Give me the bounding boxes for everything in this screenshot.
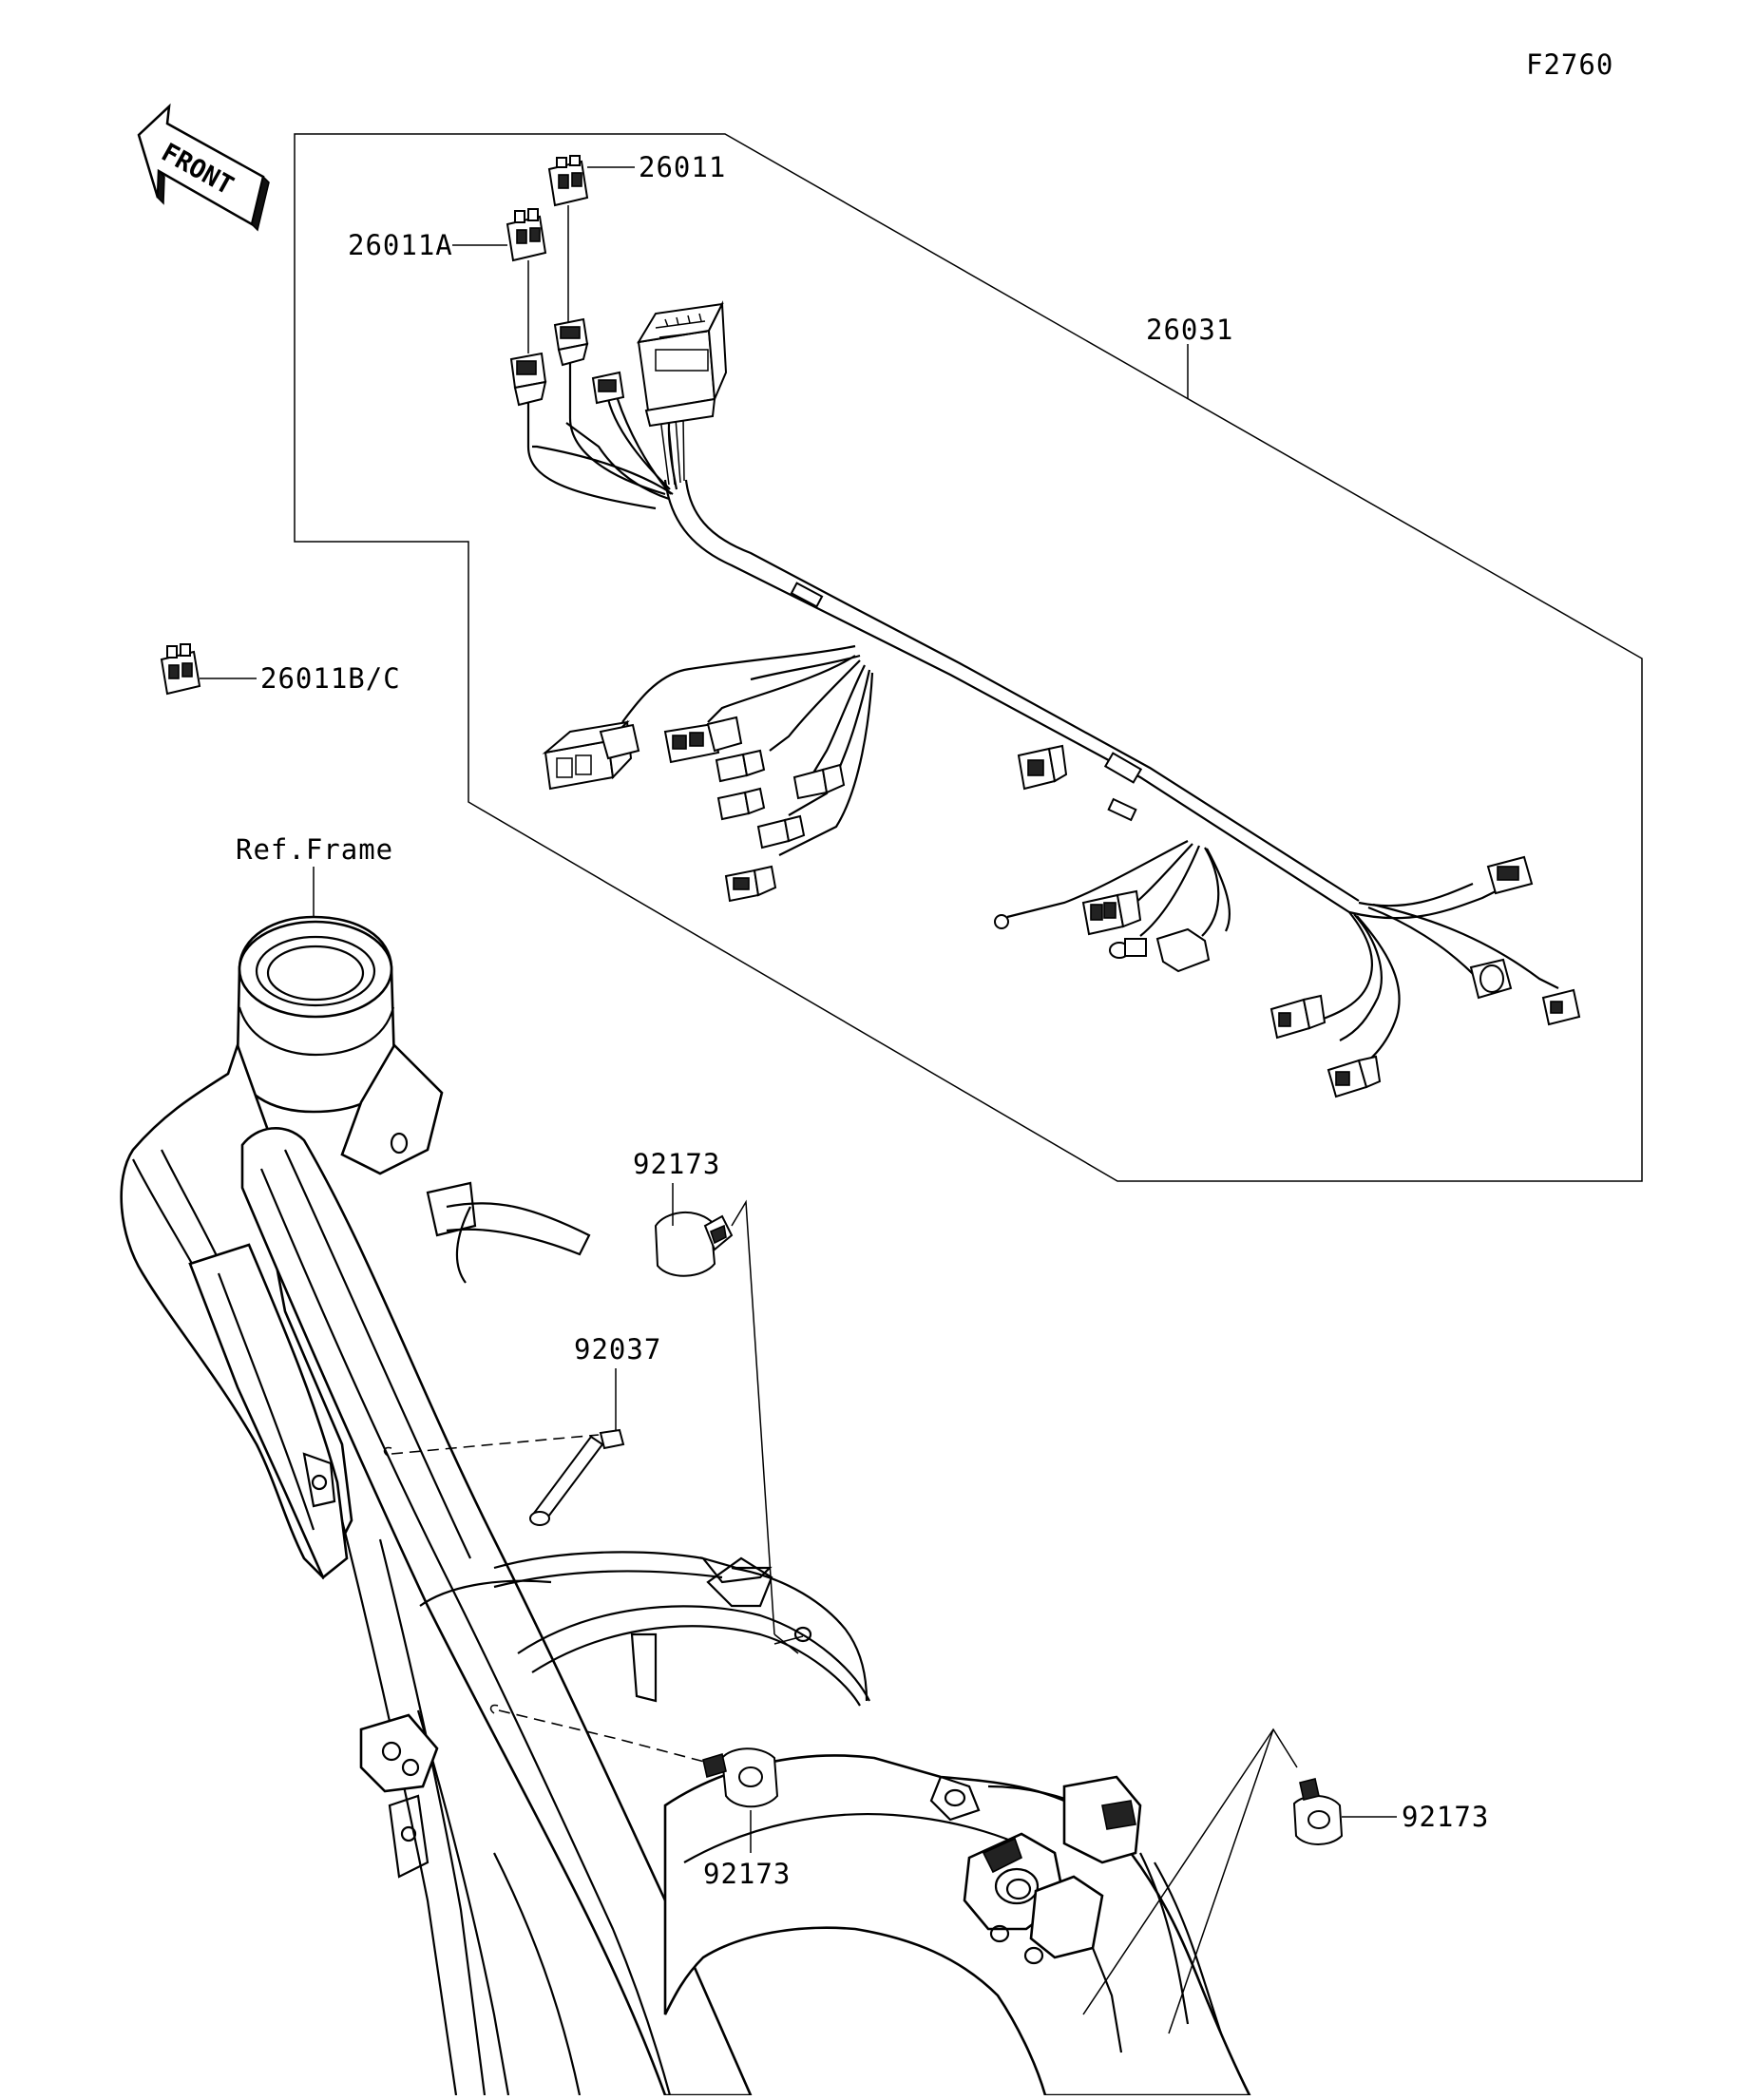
harness-connector-mid-2 bbox=[792, 763, 846, 800]
wiring-harness bbox=[509, 300, 1581, 1098]
connector-26011 bbox=[547, 155, 589, 207]
clamp-92173-mid bbox=[702, 1747, 779, 1808]
callout-26011A: 26011A bbox=[348, 229, 453, 261]
install-mark-92173-mid bbox=[489, 1704, 499, 1714]
leader-92173-top-end bbox=[773, 1633, 799, 1654]
callout-92173-top: 92173 bbox=[633, 1148, 720, 1180]
harness-connector-top-mid bbox=[553, 317, 589, 367]
harness-ground-terminal bbox=[994, 914, 1009, 929]
figure-code: F2760 bbox=[1526, 48, 1613, 81]
callout-92037: 92037 bbox=[574, 1333, 661, 1365]
install-dash-92037 bbox=[391, 1434, 600, 1455]
harness-connector-right-3 bbox=[1469, 958, 1513, 1000]
install-dash-92173-mid bbox=[498, 1709, 709, 1764]
harness-inline-fuse bbox=[1107, 797, 1137, 822]
harness-connector-top-left bbox=[509, 352, 547, 407]
leader-92173-top-pointer bbox=[731, 1199, 775, 1635]
callout-92173-mid: 92173 bbox=[703, 1858, 791, 1890]
harness-assembly-outline bbox=[294, 133, 1643, 1182]
harness-connector-large-left bbox=[542, 719, 640, 791]
harness-connector-center bbox=[1017, 744, 1068, 791]
harness-connector-rubber-boot bbox=[1155, 927, 1211, 973]
leader-92173-right-pointer bbox=[1082, 1728, 1298, 2034]
harness-connector-black-center bbox=[1081, 889, 1142, 936]
front-arrow-icon: FRONT bbox=[137, 103, 270, 232]
frame bbox=[120, 915, 1252, 2097]
harness-connector-right-4 bbox=[1541, 988, 1581, 1026]
band-92037 bbox=[529, 1428, 625, 1526]
clamp-92173-right bbox=[1292, 1778, 1344, 1845]
harness-connector-lower-left bbox=[724, 865, 777, 903]
harness-connector-right-1 bbox=[1269, 994, 1327, 1040]
harness-connector-right-2 bbox=[1327, 1055, 1382, 1098]
harness-connector-mid-1 bbox=[715, 749, 766, 783]
callout-26011BC: 26011B/C bbox=[260, 662, 401, 695]
harness-connector-small bbox=[591, 371, 625, 405]
harness-connector-black-left bbox=[663, 716, 743, 764]
connector-26011BC bbox=[160, 643, 201, 696]
harness-connector-mid-3 bbox=[716, 787, 766, 821]
callout-ref-frame: Ref.Frame bbox=[236, 833, 393, 866]
install-mark-92037 bbox=[383, 1446, 392, 1457]
clamp-92173-top bbox=[654, 1211, 734, 1277]
callout-92173-right: 92173 bbox=[1402, 1801, 1489, 1833]
callout-26031: 26031 bbox=[1146, 314, 1233, 346]
main-multipin-connector bbox=[637, 300, 728, 428]
connector-26011A bbox=[506, 208, 547, 262]
install-pointer-mid bbox=[773, 1635, 804, 1645]
harness-connector-mid-4 bbox=[756, 814, 806, 850]
harness-connector-right-top bbox=[1486, 855, 1534, 895]
harness-connector-capped bbox=[1109, 938, 1147, 959]
callout-26011: 26011 bbox=[639, 151, 726, 183]
